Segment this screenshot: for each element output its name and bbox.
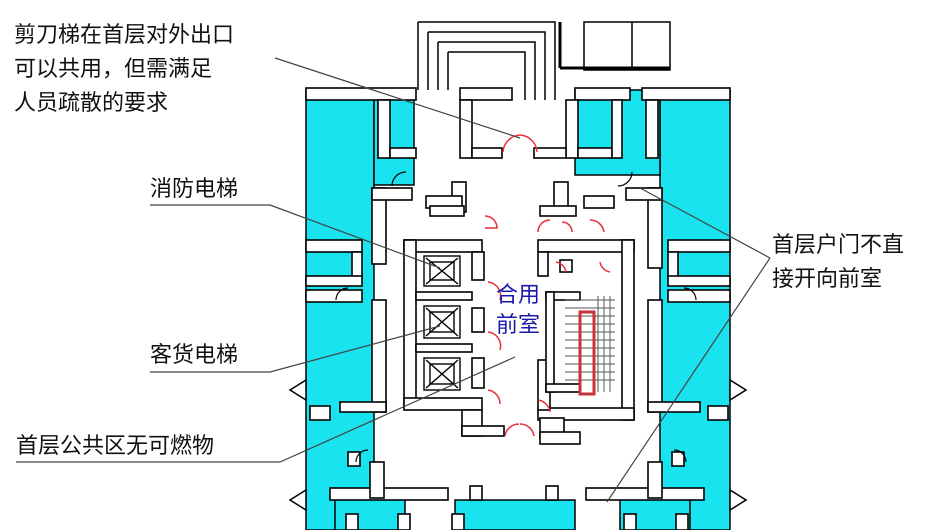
leader-lines xyxy=(16,57,771,503)
leader-door-upper xyxy=(639,187,771,259)
walls xyxy=(305,87,731,530)
leader-no-combustibles xyxy=(16,356,516,463)
unit-edge-notches xyxy=(288,378,748,512)
unit-bottom-mid xyxy=(454,499,576,530)
scissor-stair-highlight xyxy=(578,310,596,396)
callout-fire-elevator: 消防电梯 xyxy=(150,177,239,202)
callout-no-combustibles: 首层公共区无可燃物 xyxy=(16,434,215,459)
callout-scissor-stair-line2: 可以共用，但需满足 xyxy=(14,57,213,82)
roof-structure xyxy=(417,21,671,100)
leader-freight-elevator xyxy=(150,325,441,373)
callout-scissor-stair-line3: 人员疏散的要求 xyxy=(14,91,169,116)
leader-door-lower xyxy=(606,257,771,503)
doors xyxy=(484,134,611,437)
room-label-line1: 合用 xyxy=(496,283,541,308)
callout-door-line2: 接开向前室 xyxy=(772,267,883,292)
unit-left xyxy=(305,89,375,530)
leader-fire-elevator xyxy=(150,204,441,269)
callout-door-line1: 首层户门不直 xyxy=(772,233,905,258)
room-label-line2: 前室 xyxy=(496,313,541,338)
callout-scissor-stair-line1: 剪刀梯在首层对外出口 xyxy=(14,23,235,48)
leader-scissor-stair xyxy=(274,57,521,139)
callout-passenger-freight-elevator: 客货电梯 xyxy=(150,343,239,368)
elevator-cars xyxy=(423,255,461,391)
unit-right xyxy=(659,89,731,530)
fire-elevator-car xyxy=(423,255,461,287)
freight-elevator-car-1 xyxy=(423,305,461,339)
unit-doors xyxy=(335,171,697,463)
freight-elevator-car-2 xyxy=(423,357,461,391)
stair-treads xyxy=(565,296,615,392)
